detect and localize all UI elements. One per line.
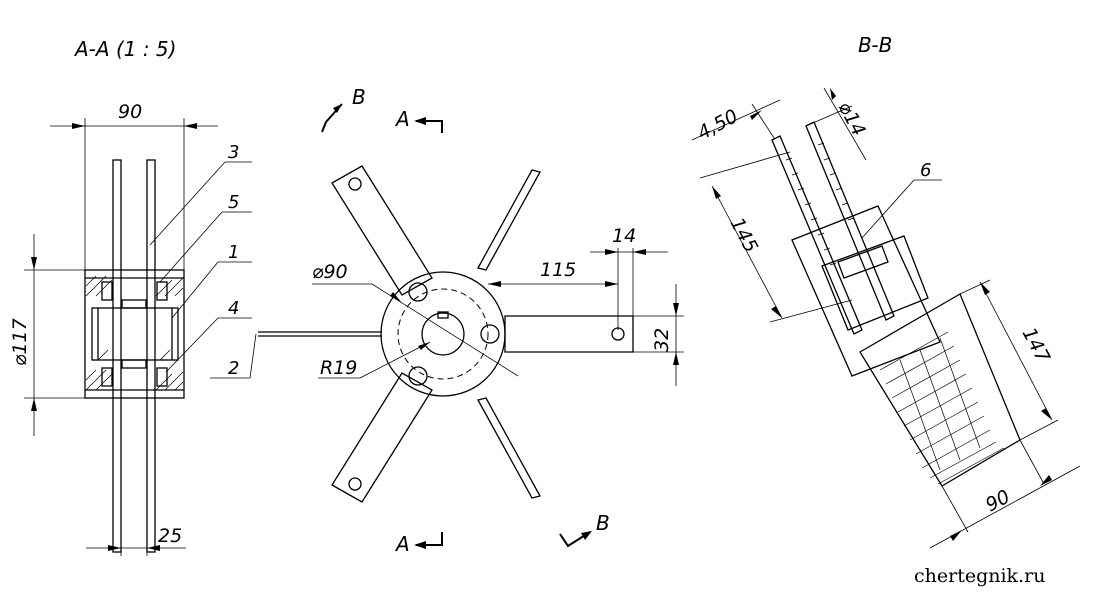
dim-line-450	[691, 99, 781, 141]
dim-front-radius: R19	[320, 357, 357, 379]
dim-front-hole: 14	[612, 225, 636, 247]
callout-2: 2	[228, 358, 239, 379]
dim-line-d14	[823, 87, 867, 161]
blade-lower-left	[331, 372, 433, 503]
blade-lower-right	[477, 397, 541, 499]
marker-a-top: A	[394, 107, 410, 131]
blade-left-plate	[112, 159, 122, 553]
dim-bb-length-145: 145	[726, 214, 762, 256]
bolt-top-right	[156, 281, 168, 301]
dim-front-diameter: ⌀90	[312, 261, 348, 283]
bb-blade-right	[805, 121, 895, 321]
dim-aa-bottom: 25	[158, 525, 182, 547]
section-aa-title: A-A (1 : 5)	[73, 37, 176, 61]
dim-bb-thickness: 4,50	[694, 105, 742, 144]
bb-lower-body	[859, 293, 1021, 487]
dim-aa-width: 90	[118, 101, 142, 123]
marker-b-top: B	[352, 85, 366, 109]
dim-bb-length-147: 147	[1018, 324, 1054, 366]
bolt-top-left	[101, 281, 113, 301]
front-view: B A A B ⌀90	[258, 85, 684, 556]
bolt-bottom-right	[156, 367, 168, 387]
hub-body	[84, 269, 185, 399]
bolt-bottom-left	[101, 367, 113, 387]
bb-blade-left	[771, 135, 863, 335]
watermark: chertegnik.ru	[914, 565, 1045, 587]
section-bb-view: B-B 4,50	[691, 33, 1081, 549]
callout-3: 3	[228, 142, 239, 163]
hub-bolt-circle	[397, 288, 489, 380]
blade-upper-right	[477, 169, 541, 271]
hub-bore-circle	[421, 312, 465, 356]
blade-right	[504, 315, 634, 353]
marker-b-bottom: B	[596, 511, 610, 535]
dim-bb-width: 90	[982, 486, 1014, 517]
hub-outer	[380, 271, 506, 397]
blade-right-plate	[146, 159, 156, 553]
dim-bb-hole: ⌀14	[834, 98, 870, 140]
dim-front-length: 115	[540, 259, 576, 281]
hub-bore	[91, 307, 179, 361]
section-aa-view: A-A (1 : 5) 90	[9, 37, 257, 556]
marker-a-bottom: A	[394, 532, 410, 556]
dim-front-width: 32	[651, 328, 673, 352]
callout-4: 4	[228, 298, 239, 319]
blade-upper-left	[331, 165, 433, 296]
bb-hub-block	[791, 205, 941, 377]
section-bb-title: B-B	[858, 33, 892, 57]
dim-line-145	[711, 185, 783, 319]
callout-1: 1	[228, 242, 239, 263]
callout-5: 5	[228, 192, 239, 213]
dim-line-147	[979, 281, 1053, 421]
dim-aa-diameter: ⌀117	[9, 318, 31, 366]
callout-6: 6	[920, 160, 931, 181]
